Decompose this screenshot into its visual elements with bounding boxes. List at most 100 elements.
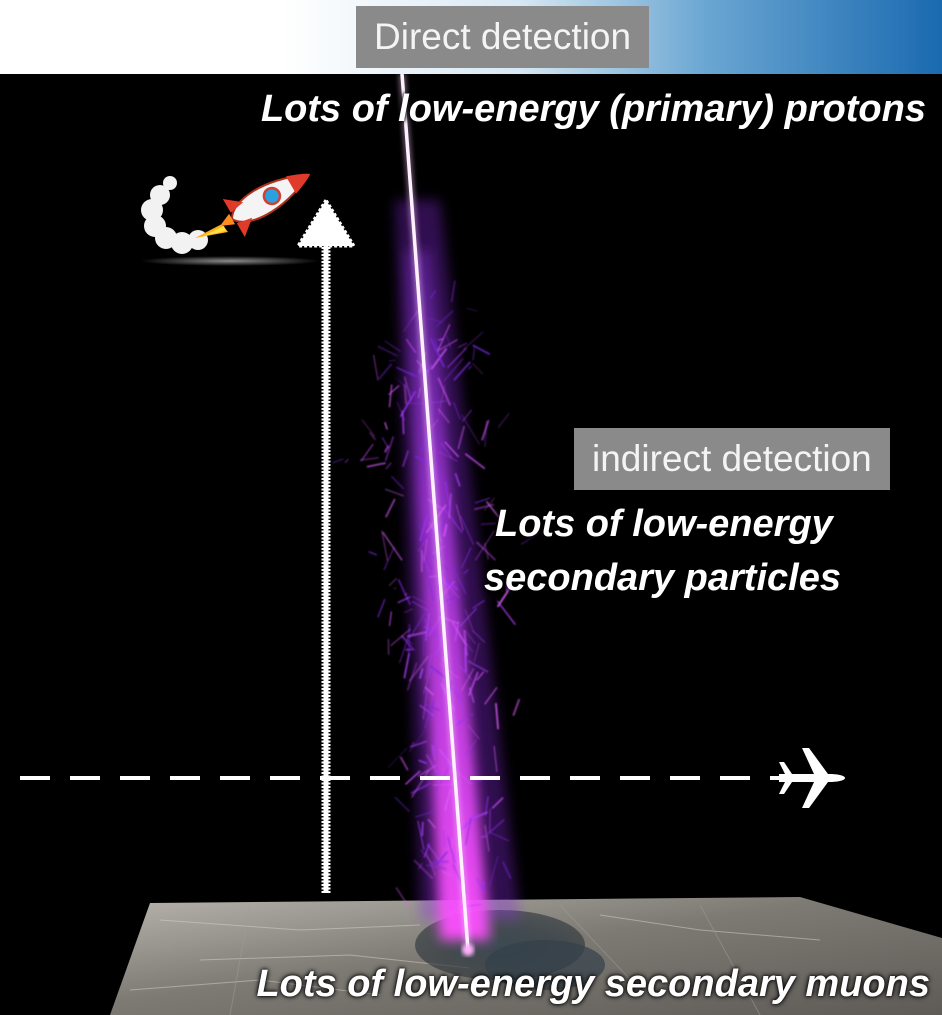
shower-track [454,473,461,487]
shower-track [457,425,465,450]
shower-track [473,643,480,662]
shower-track [440,442,453,459]
shower-track [377,345,398,357]
shower-track [396,366,417,378]
shower-track [457,342,468,348]
shower-track [407,624,411,653]
shower-track [461,414,480,445]
shower-track [409,612,426,639]
shower-track [474,530,495,561]
shower-track [451,280,456,302]
shower-track [422,554,429,571]
shower-track [359,457,379,461]
shower-track [383,445,390,453]
shower-track [411,741,415,746]
shower-track [426,864,447,870]
shower-track [438,337,445,341]
shower-track [433,726,440,752]
shower-track [447,347,467,369]
shower-track [455,504,464,531]
shower-track [411,601,429,612]
shower-track [502,861,512,879]
shower-track [464,453,486,470]
shower-track [404,608,413,614]
shower-track [475,541,496,561]
shower-track [423,843,430,858]
shower-track [401,410,405,435]
shower-track [410,782,431,795]
shower-track [427,317,443,323]
shower-track [361,419,376,437]
shower-track [472,346,476,361]
shower-track [443,576,450,604]
shower-track [468,811,489,822]
shower-track [464,629,477,645]
shower-track [426,572,435,601]
shower-track [377,598,386,618]
shower-track [394,796,410,813]
shower-track [419,704,436,718]
shower-track [443,524,448,537]
shower-track [429,337,445,368]
shower-track [388,384,393,408]
shower-track [403,652,411,679]
shower-track [408,728,427,753]
shower-track [434,767,450,793]
shower-track [461,668,475,691]
shower-track [442,870,453,877]
shower-track [387,747,408,768]
secondary-particles-caption-line1: Lots of low-energy [495,503,833,545]
shower-track [431,744,437,761]
up-arrow-icon [296,198,356,893]
shower-track [489,855,499,886]
ground-map [110,897,942,1015]
shower-track [384,421,388,430]
shower-track [483,497,495,511]
primary-protons-caption: Lots of low-energy (primary) protons [260,88,926,130]
shower-track [388,359,396,362]
shower-track [390,628,411,647]
shower-track [464,817,472,846]
shower-track [366,462,386,468]
shower-track [481,881,485,890]
shower-track [415,810,436,818]
shower-track [467,671,479,696]
airplane-icon [779,748,845,808]
shower-track [368,550,378,556]
shower-track [496,600,516,626]
shower-track [461,409,473,422]
shower-track [459,812,480,832]
shower-track [425,851,436,876]
shower-track [453,361,472,381]
shower-track [474,503,495,511]
shower-track [495,703,499,730]
shower-track [418,668,424,679]
shower-track [403,376,412,401]
shower-track [417,820,425,850]
shower-track [484,825,490,852]
shower-track [463,569,469,575]
shower-track [472,600,485,609]
shower-track [344,458,349,463]
shower-track [381,437,389,448]
shower-track [418,759,427,765]
shower-track [455,717,468,726]
shower-track [419,515,428,542]
shower-track [444,789,452,811]
shower-track [493,745,498,772]
shower-track [442,579,460,599]
shower-track [444,481,452,512]
shower-track [451,621,468,646]
shower-track [463,331,484,350]
shower-track [381,530,388,561]
shower-track [399,756,409,771]
shower-track [476,671,485,681]
shower-track [427,843,445,867]
rocket-icon [140,173,320,266]
shower-track [444,579,459,591]
shower-track [397,579,412,606]
shower-track [421,821,424,837]
shower-track [409,740,428,748]
shower-track [513,587,518,591]
